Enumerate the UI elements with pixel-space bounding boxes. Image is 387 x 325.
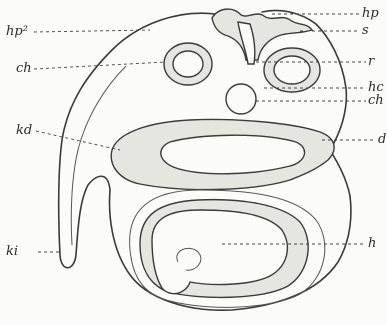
notochord — [226, 84, 256, 114]
leader-kd — [36, 131, 120, 150]
left-ring-inner — [173, 51, 203, 77]
label-ki: ki — [6, 245, 18, 258]
label-ch-right: ch — [368, 94, 384, 107]
gut-lumen — [161, 135, 305, 174]
label-hp2: hp² — [6, 25, 28, 38]
label-h: h — [368, 237, 376, 250]
label-kd: kd — [16, 124, 32, 137]
right-ring-inner — [274, 56, 310, 84]
leader-hp2 — [34, 30, 150, 32]
label-hp: hp — [362, 7, 379, 20]
label-s: s — [362, 24, 369, 37]
label-d: d — [378, 133, 386, 146]
label-ch-left: ch — [16, 62, 32, 75]
label-r: r — [368, 55, 374, 68]
